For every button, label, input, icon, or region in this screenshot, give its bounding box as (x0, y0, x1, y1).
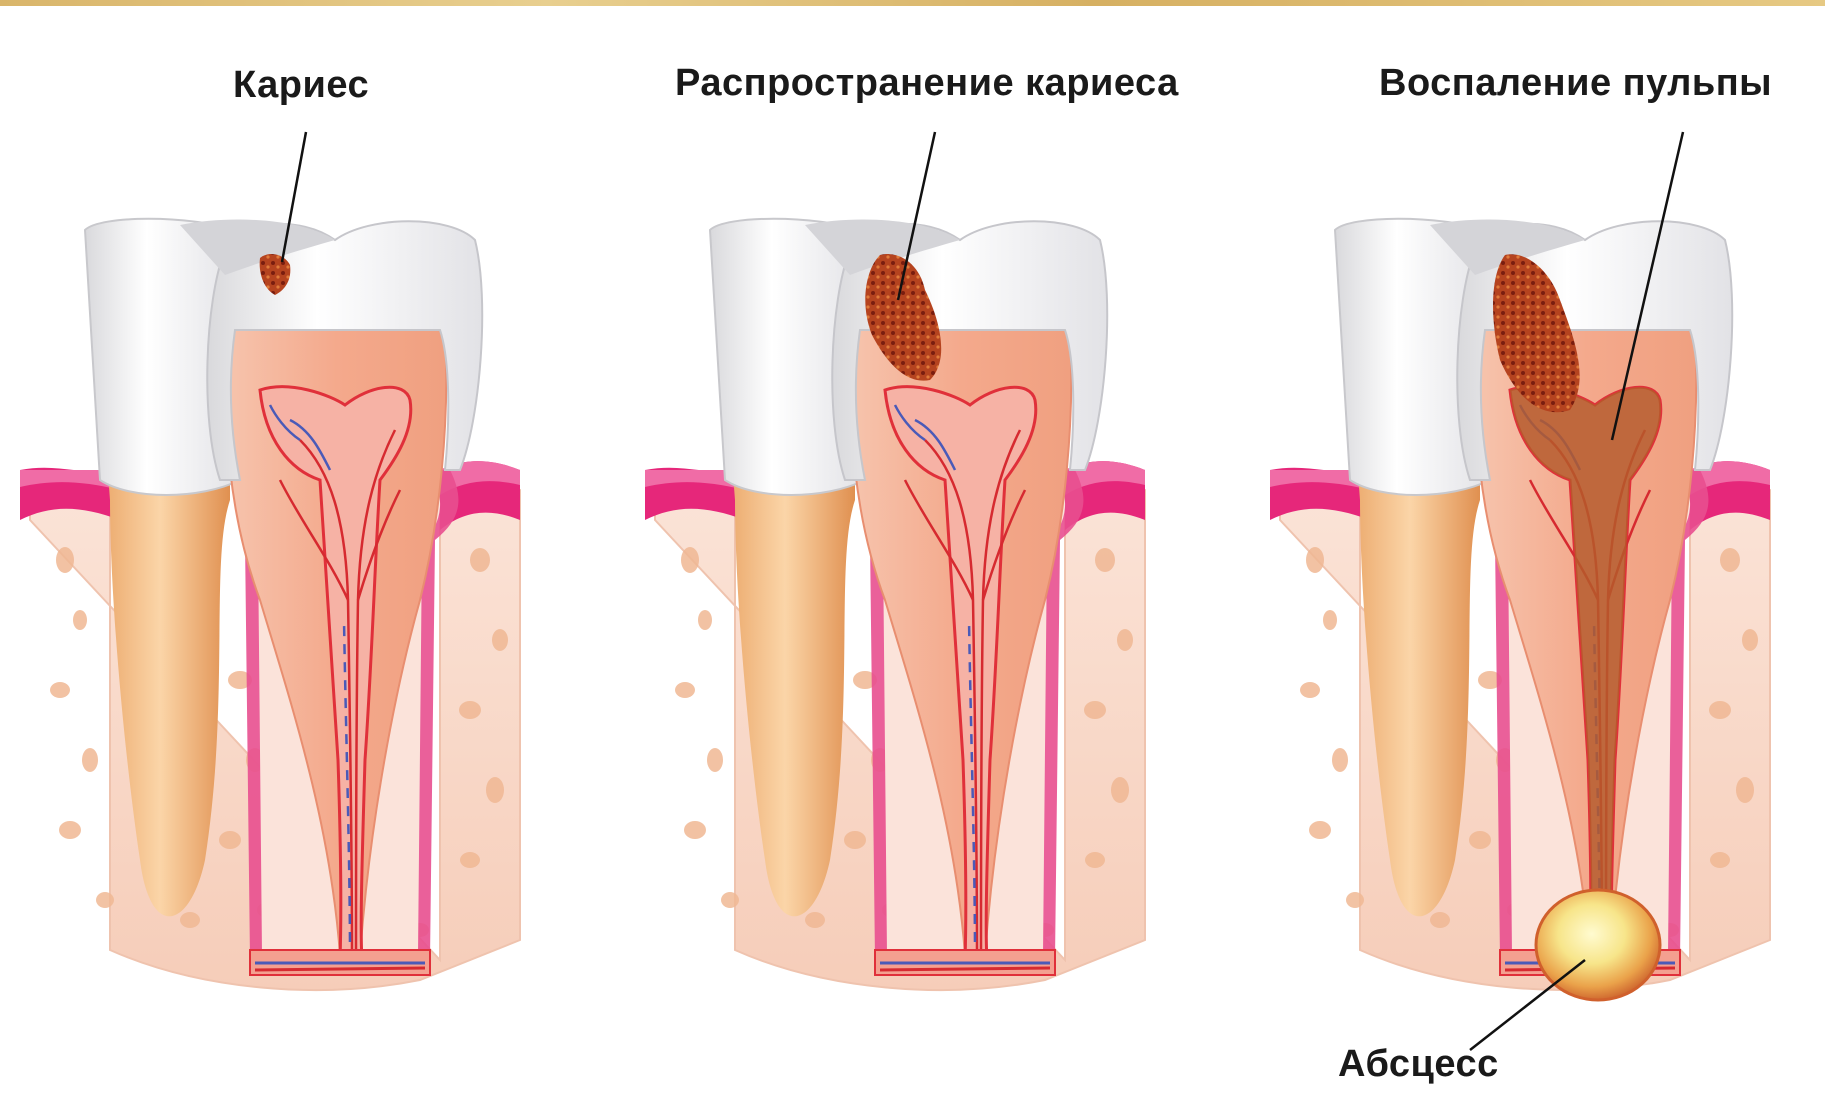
label-caries: Кариес (233, 64, 369, 107)
tooth-panel-caries (20, 219, 520, 990)
label-pulp-inflammation: Воспаление пульпы (1379, 62, 1772, 105)
label-abscess: Абсцесс (1338, 1043, 1499, 1086)
label-caries-spread: Распространение кариеса (675, 62, 1179, 105)
